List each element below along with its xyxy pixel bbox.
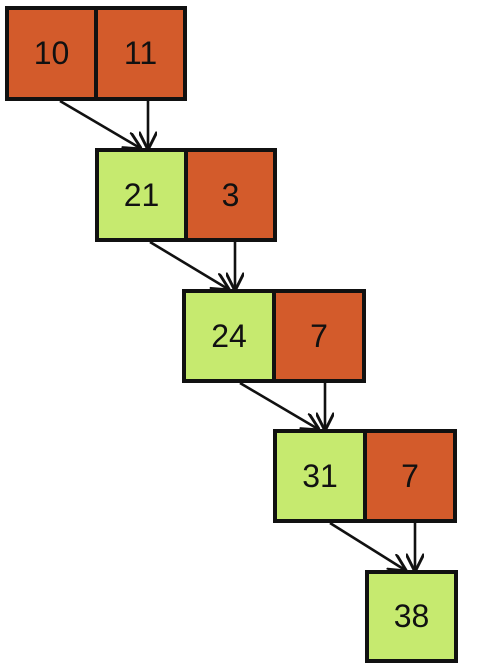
cell-value: 38 [393, 598, 430, 634]
cell-value: 3 [221, 176, 240, 213]
cell-value: 11 [123, 35, 158, 71]
cell-value: 21 [123, 176, 160, 213]
cell-row0-right: 11 [94, 6, 187, 101]
cell-row4-total: 38 [365, 570, 458, 663]
arrow-row0-left-to-sum [59, 99, 140, 148]
cell-row0-left: 10 [5, 6, 98, 101]
arrow-row1-left-to-sum [149, 240, 228, 289]
cell-row1-sum: 21 [95, 148, 188, 242]
cell-value: 24 [211, 317, 247, 354]
cell-value: 7 [401, 457, 419, 494]
cell-value: 10 [33, 35, 70, 71]
cell-row3-sum: 31 [273, 429, 367, 523]
cell-row1-input: 3 [184, 148, 277, 242]
cell-value: 31 [302, 457, 338, 494]
cell-row2-sum: 24 [182, 289, 276, 383]
arrow-row2-left-to-sum [239, 381, 318, 429]
cell-value: 7 [310, 317, 328, 354]
arrow-row3-left-to-sum [329, 521, 405, 570]
cell-row3-input: 7 [363, 429, 457, 523]
cell-row2-input: 7 [272, 289, 366, 383]
